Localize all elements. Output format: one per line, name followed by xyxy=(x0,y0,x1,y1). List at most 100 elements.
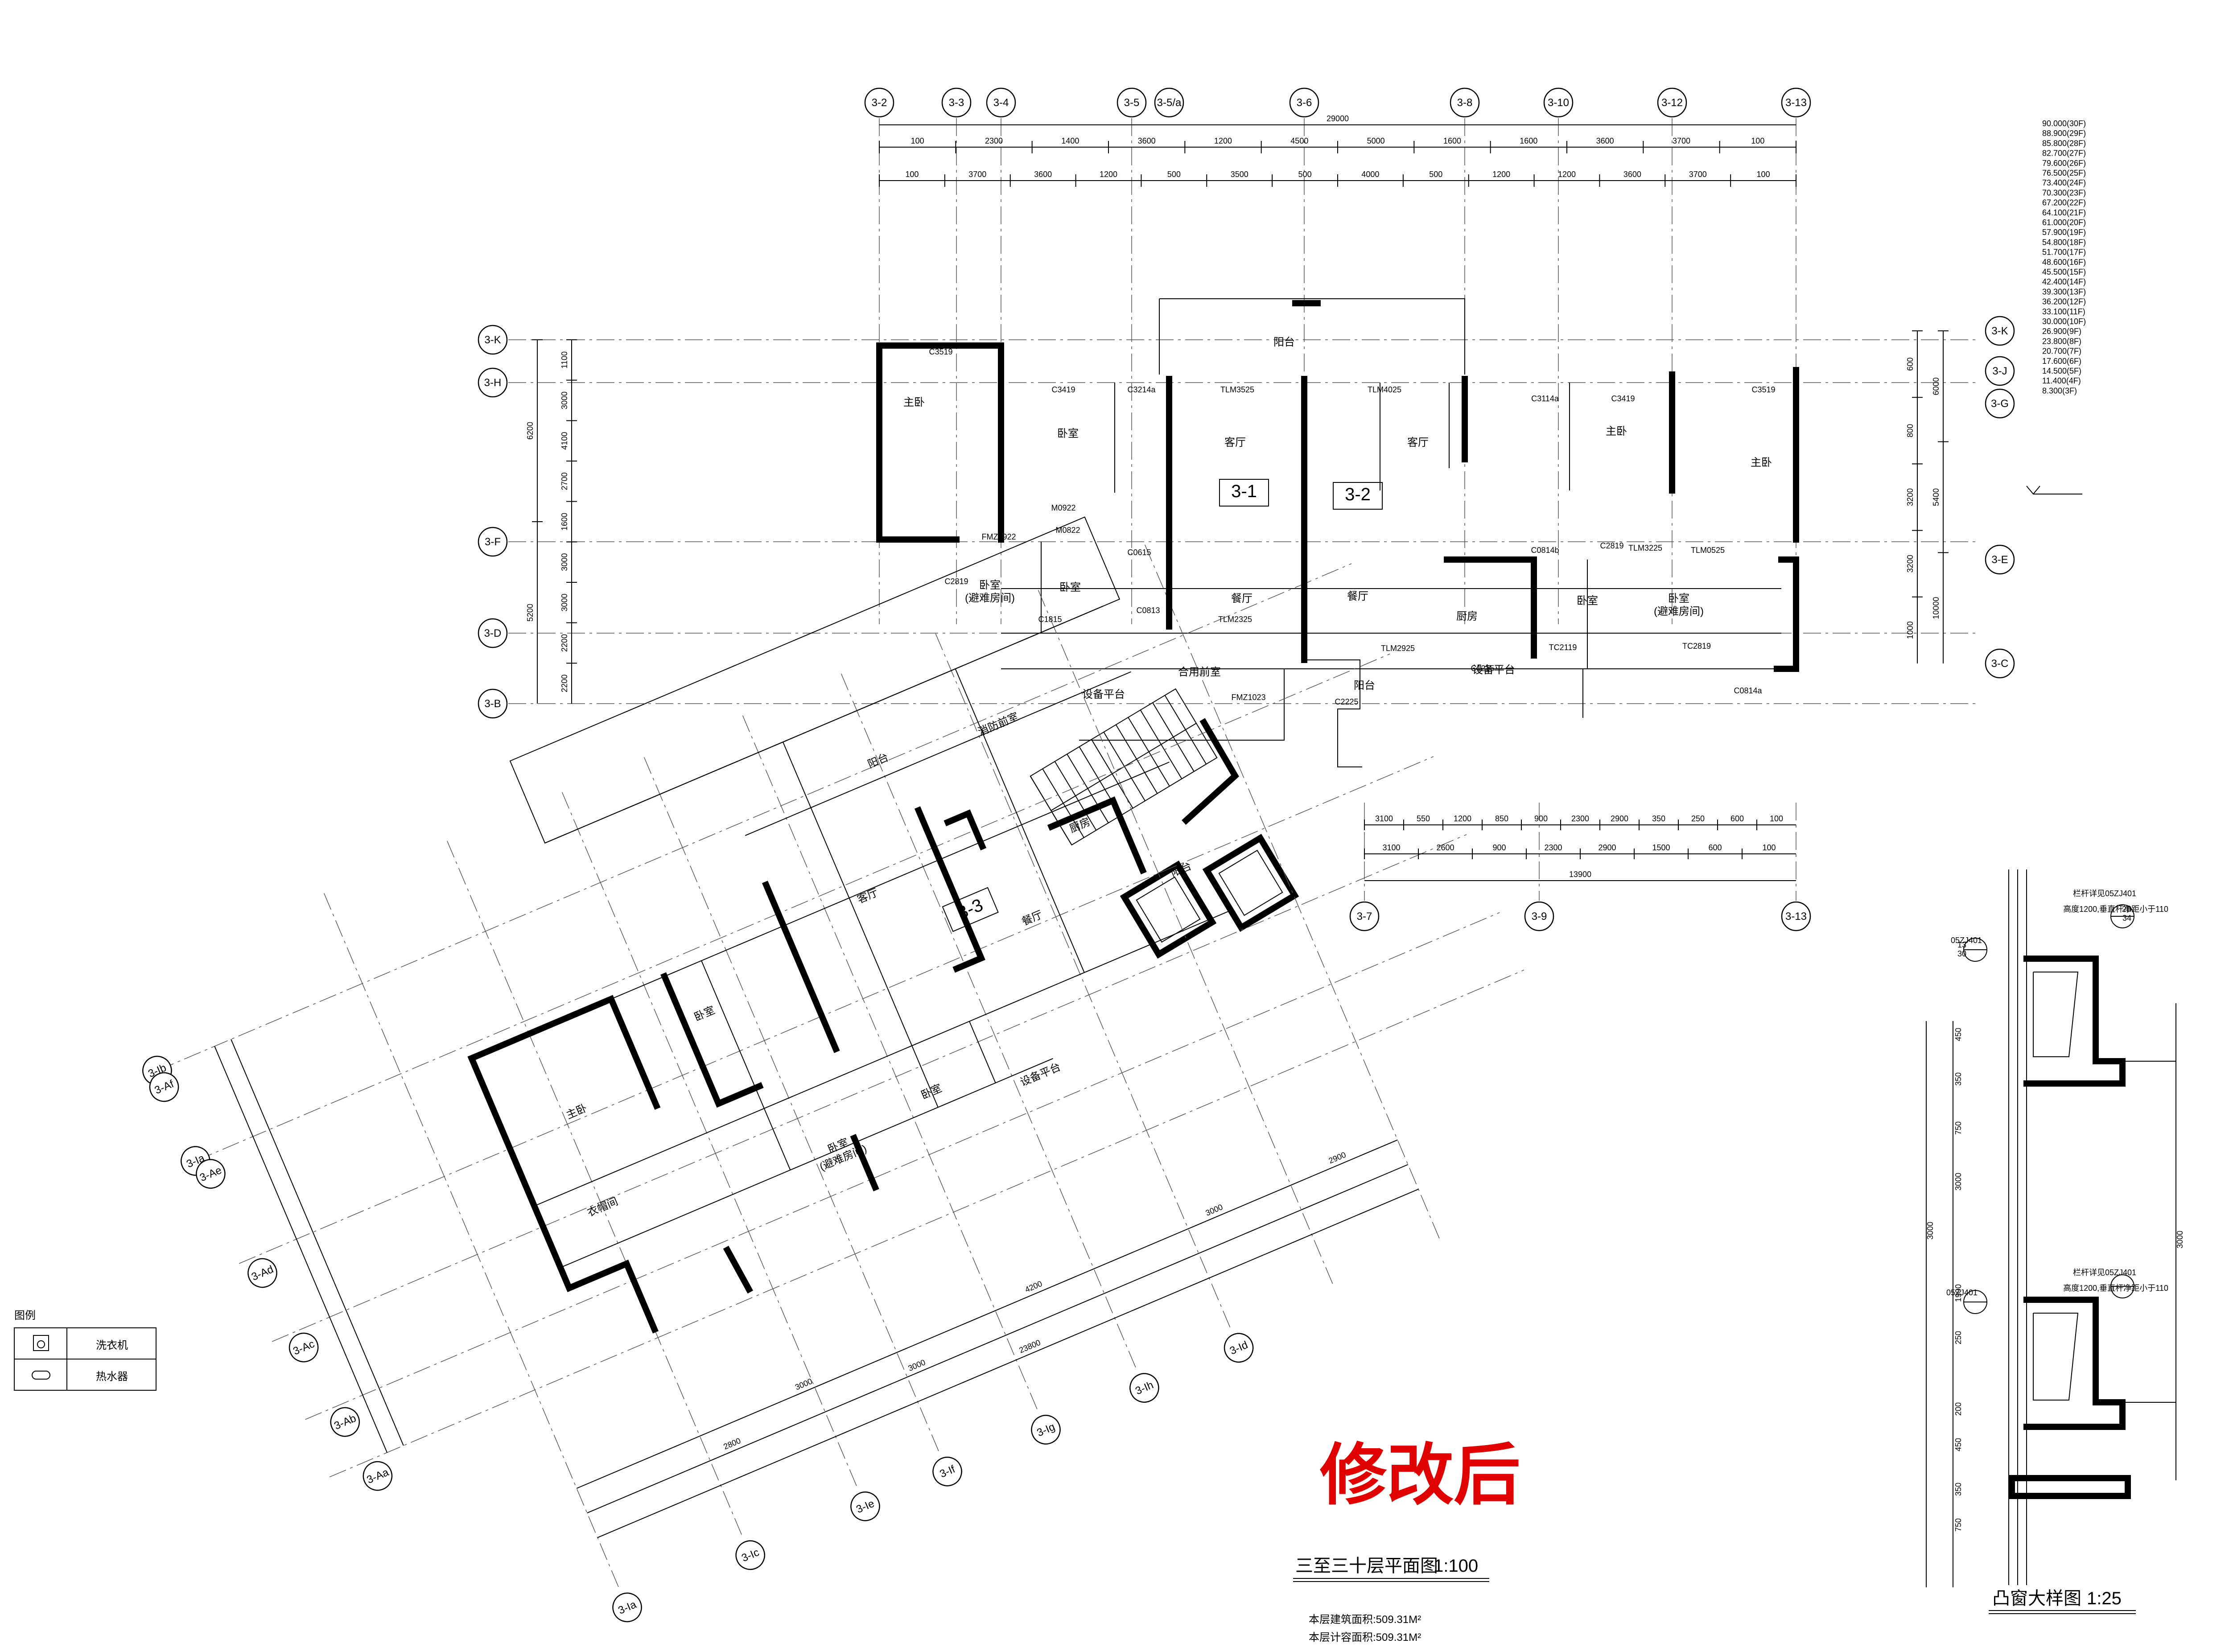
dim-text: 10000 xyxy=(1932,597,1941,619)
elevation-value: 20.700(7F) xyxy=(2042,347,2081,356)
room-label: 阳台 xyxy=(1169,860,1194,880)
stair-tread xyxy=(1051,810,1072,845)
shaft xyxy=(1202,834,1299,932)
elevation-value: 14.500(5F) xyxy=(2042,367,2081,375)
rot-wall xyxy=(914,806,985,973)
rotated-grid-vertical xyxy=(324,893,621,1591)
stair-tread xyxy=(1103,732,1125,767)
rotated-axis-bubble xyxy=(1129,1373,1159,1403)
stair-tread xyxy=(1152,702,1174,737)
stair-tread xyxy=(1148,751,1170,787)
bottom-axis-bubble-label: 3-13 xyxy=(1785,910,1807,923)
bottom-axis-bubble xyxy=(1781,901,1811,931)
stair-tread xyxy=(1079,746,1100,782)
top-axis-bubble-label: 3-4 xyxy=(993,97,1009,109)
legend-title: 图例 xyxy=(14,1310,36,1322)
top-axis-bubble xyxy=(1781,87,1811,118)
detail-bay-window xyxy=(2023,956,2126,1087)
lobby-outline xyxy=(1079,668,1285,741)
legend-label-washer: 洗衣机 xyxy=(96,1339,128,1351)
axis-grid-layer xyxy=(508,118,1975,901)
room-label: 消防前室 xyxy=(976,711,1021,738)
rotated-axis-bubble xyxy=(330,1407,360,1437)
room-label: 设备平台 xyxy=(1018,1061,1063,1088)
detail-dim-text: 450 xyxy=(1954,1028,1963,1041)
dim-text: 100 xyxy=(1762,843,1776,852)
elevation-value: 39.300(13F) xyxy=(2042,287,2086,296)
elevation-value: 73.400(24F) xyxy=(2042,178,2086,187)
dim-text: 1200 xyxy=(1454,814,1471,823)
rot-wall xyxy=(1047,796,1147,875)
rot-partition xyxy=(701,960,791,1170)
door-window-tag: TLM3225 xyxy=(1628,544,1662,552)
dim-text: 2800 xyxy=(722,1436,742,1451)
room-label: 主卧 xyxy=(1606,425,1627,437)
right-axis-bubble-label: 3-G xyxy=(1991,398,2009,410)
stair-tread xyxy=(1173,737,1195,772)
rotated-grid-vertical xyxy=(1145,544,1442,1243)
dim-text: 1200 xyxy=(1100,170,1117,179)
dim-text: 600 xyxy=(1906,358,1915,371)
rotated-grid-vertical xyxy=(561,792,859,1490)
rotated-grid-horizontal xyxy=(239,756,1434,1264)
door-window-tag: C3419 xyxy=(1051,385,1075,394)
door-window-tag: FMZ0922 xyxy=(981,532,1016,541)
detail-dim-text: 200 xyxy=(1954,1402,1963,1416)
unit-tag-box xyxy=(942,887,999,932)
top-axis-bubble-extra-label: 3-5/a xyxy=(1157,97,1182,109)
plan-title-block: 三至三十层平面图 1:100 本层建筑面积:509.31M² 本层计容面积:50… xyxy=(1293,1556,1489,1644)
window-detail-drawing: 4503507503000190025020045035075030003000… xyxy=(1926,869,2184,1587)
door-window-tag: TLM0525 xyxy=(1691,546,1725,555)
dim-text: 3700 xyxy=(968,170,986,179)
dim-total-text: 29000 xyxy=(1327,114,1349,123)
room-label: 餐厅 xyxy=(1347,590,1368,602)
dim-text: 500 xyxy=(1429,170,1442,179)
elevation-value: 48.600(16F) xyxy=(2042,258,2086,267)
room-label: 卧室 xyxy=(919,1082,944,1102)
room-label: 卧室(避难房间) xyxy=(1654,593,1704,618)
rotated-grid-horizontal xyxy=(305,912,1500,1420)
plan-scale: 1:100 xyxy=(1434,1556,1478,1576)
dim-text: 3000 xyxy=(794,1376,814,1392)
right-axis-bubble-label: 3-J xyxy=(1992,365,2007,377)
dim-text: 1500 xyxy=(1652,843,1670,852)
dim-text: 800 xyxy=(1906,424,1915,437)
dim-text: 550 xyxy=(1417,814,1430,823)
dim-total-text: 13900 xyxy=(1569,870,1591,879)
dim-text: 600 xyxy=(1730,814,1744,823)
shaft-inner xyxy=(1136,876,1201,943)
rot-partition xyxy=(745,671,1131,836)
left-axis-bubble xyxy=(478,688,508,719)
top-axis-bubble-label: 3-6 xyxy=(1297,97,1312,109)
dim-text: 1100 xyxy=(560,351,569,369)
detail-dim-text: 450 xyxy=(1954,1438,1963,1451)
elevation-value: 64.100(21F) xyxy=(2042,208,2086,217)
top-axis-bubble-label: 3-3 xyxy=(949,97,964,109)
stair-tread xyxy=(1115,724,1137,760)
right-axis-bubble-label: 3-E xyxy=(1991,554,2008,566)
room-label-layer: 主卧卧室客厅客厅餐厅餐厅厨房主卧主卧卧室卧室(避难房间)卧室(避难房间)卧室阳台… xyxy=(564,336,1776,1219)
detail-dim-text: 1900 xyxy=(1954,1284,1963,1302)
dim-text: 5000 xyxy=(1367,136,1385,145)
elevation-value: 61.000(20F) xyxy=(2042,218,2086,227)
unit-tag-box xyxy=(1219,479,1269,507)
elevation-value: 17.600(6F) xyxy=(2042,357,2081,366)
rotated-grid-vertical xyxy=(447,840,744,1539)
rotated-axis-bubble xyxy=(1224,1333,1254,1363)
right-axis-bubble xyxy=(1985,356,2015,386)
room-label: 客厅 xyxy=(1224,437,1246,449)
floor-area-build: 本层建筑面积:509.31M² xyxy=(1309,1614,1421,1626)
dim-text: 3000 xyxy=(1204,1203,1224,1218)
bottom-axis-bubble-label: 3-7 xyxy=(1357,910,1372,923)
dim-text: 2300 xyxy=(1571,814,1589,823)
dim-text: 6000 xyxy=(1932,377,1941,395)
room-label: 卧室 xyxy=(692,1004,717,1024)
rot-wall xyxy=(944,809,987,851)
washing-machine-drum-icon xyxy=(37,1340,45,1348)
top-axis-bubble xyxy=(864,87,894,118)
door-window-tag: C0814a xyxy=(1734,686,1762,695)
detail-scale: 1:25 xyxy=(2087,1589,2122,1608)
dim-text: 900 xyxy=(1534,814,1548,823)
